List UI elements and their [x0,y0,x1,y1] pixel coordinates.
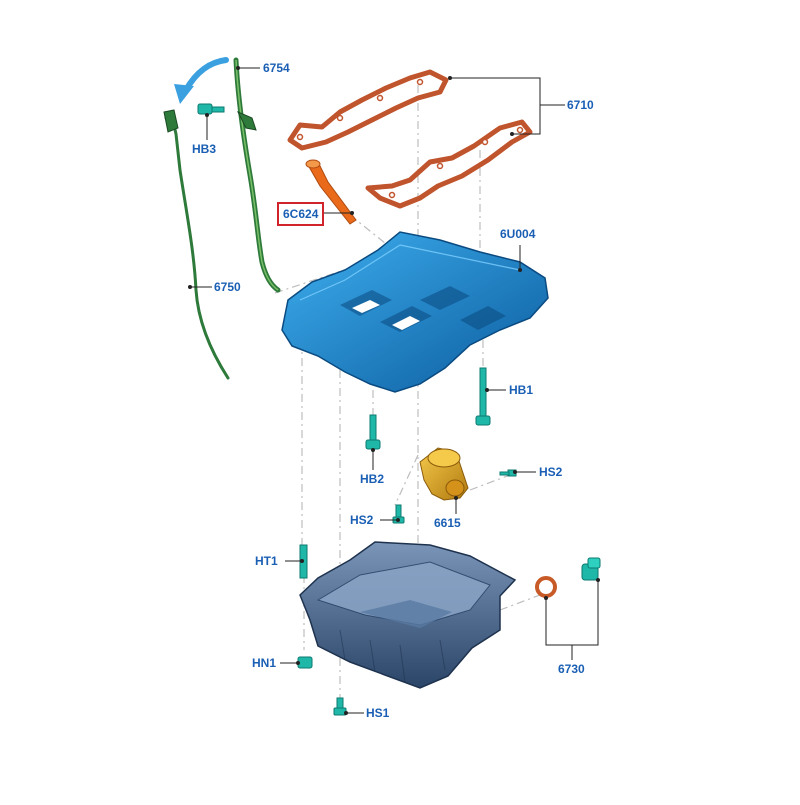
bolt-hb1 [475,367,491,426]
dipstick-tube [233,57,281,293]
label-oil-pump-screen: 6C624 [277,202,325,226]
label-stud-ht1: HT1 [255,554,278,568]
label-dipstick: 6750 [214,280,241,294]
label-gasket: 6710 [567,98,594,112]
dipstick [163,109,230,380]
label-screw-hs1: HS1 [366,706,390,720]
curved-arrow-icon [174,57,229,104]
drain-plug-seal [535,576,557,598]
label-bolt-hb3: HB3 [192,142,217,156]
bolt-hb3 [197,103,225,115]
screw-hs2-left [392,504,405,524]
drain-plug [581,557,601,581]
label-oil-pan-frame: 6U004 [500,227,536,241]
oil-pan [299,541,517,689]
oil-pan-gasket-upper [287,69,449,151]
label-screw-hs2-right: HS2 [539,465,563,479]
oil-pan-frame [281,231,549,393]
leader-dots [188,66,600,715]
oil-pump-screen-tube [305,159,357,225]
label-screw-hs2-left: HS2 [350,513,374,527]
nut-hn1 [297,656,313,669]
label-drain-plug: 6730 [558,662,585,676]
label-bolt-hb1: HB1 [509,383,534,397]
label-oil-pump: 6615 [434,516,461,530]
label-bolt-hb2: HB2 [360,472,385,486]
label-dipstick-tube: 6754 [263,61,290,75]
bolt-hb2 [365,414,381,450]
label-nut-hn1: HN1 [252,656,277,670]
oil-pan-gasket-lower [365,119,533,209]
oil-pump [419,447,469,501]
leader-lines [190,67,599,714]
